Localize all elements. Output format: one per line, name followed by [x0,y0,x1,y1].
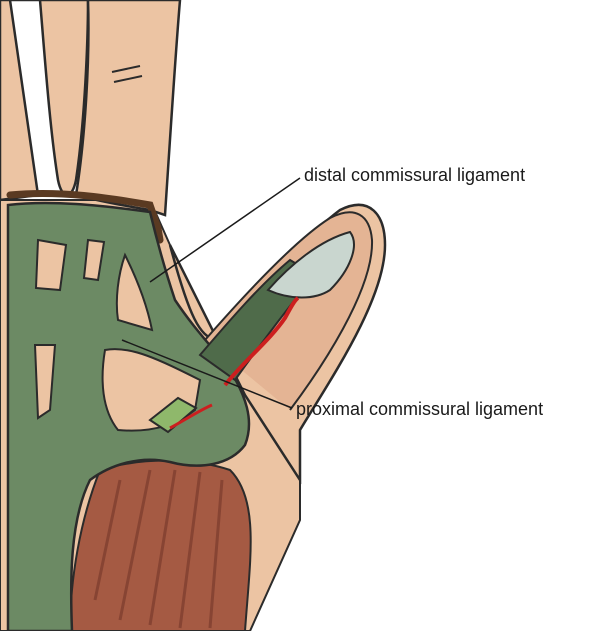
proximal-ligament-label: proximal commissural ligament [296,399,543,419]
muscle [70,461,251,631]
distal-ligament-label: distal commissural ligament [304,165,525,185]
index-finger-inner [0,0,38,200]
middle-finger [76,0,180,215]
fascia-window-1 [36,240,66,290]
